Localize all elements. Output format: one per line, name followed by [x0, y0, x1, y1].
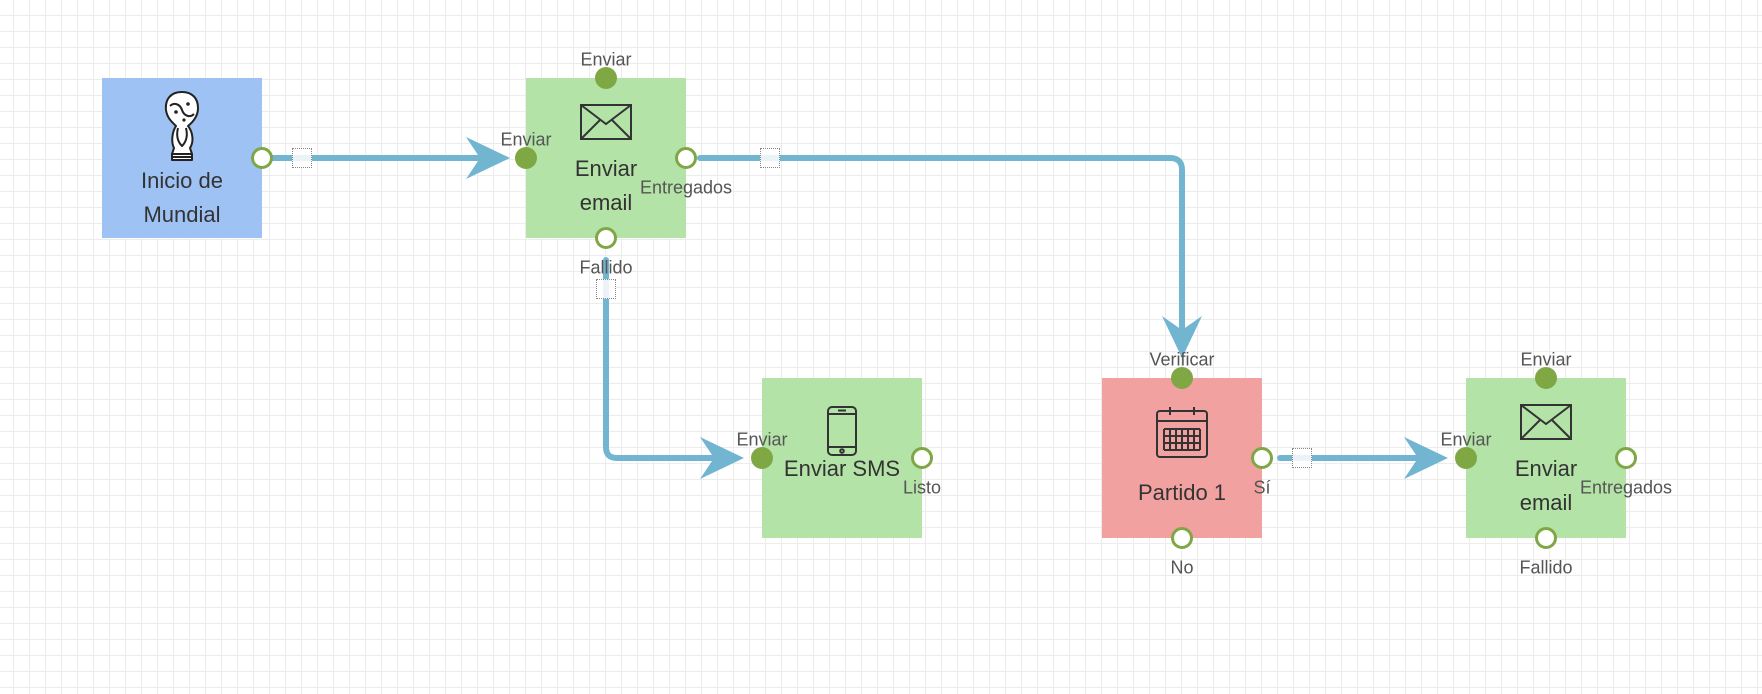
node-inicio-de-mundial[interactable]: Inicio de Mundial	[102, 78, 262, 238]
port-label-fallido: Fallido	[579, 257, 633, 278]
node-label: Inicio de	[141, 168, 223, 193]
node-enviar-email-1[interactable]: Enviar email	[526, 78, 686, 238]
port-start-out[interactable]	[251, 147, 273, 169]
port-label-enviar: Enviar	[1440, 429, 1492, 450]
node-label: Enviar SMS	[783, 456, 901, 481]
port-label-enviar: Enviar	[736, 429, 788, 450]
port-email1-out-entregados[interactable]	[675, 147, 697, 169]
calendar-icon	[1156, 407, 1208, 458]
port-sms-in-left[interactable]	[751, 447, 773, 469]
edge-handle[interactable]	[596, 279, 616, 299]
port-sms-out-listo[interactable]	[911, 447, 933, 469]
edge-email1-to-sms[interactable]	[603, 257, 729, 461]
port-email1-out-fallido[interactable]	[595, 227, 617, 249]
node-partido-1[interactable]: Partido 1	[1102, 378, 1262, 538]
port-label-verificar: Verificar	[1149, 349, 1215, 370]
port-label-entregados: Entregados	[639, 177, 733, 198]
port-match-out-no[interactable]	[1171, 527, 1193, 549]
port-email1-in-top[interactable]	[595, 67, 617, 89]
node-enviar-email-2[interactable]: Enviar email	[1466, 378, 1626, 538]
node-enviar-sms[interactable]: Enviar SMS	[762, 378, 922, 538]
phone-icon	[827, 406, 857, 456]
edge-handle[interactable]	[760, 148, 780, 168]
port-label-no: No	[1170, 557, 1194, 578]
node-label: email	[579, 190, 633, 215]
port-label-enviar: Enviar	[1520, 349, 1572, 370]
port-match-out-si[interactable]	[1251, 447, 1273, 469]
envelope-icon	[1520, 404, 1572, 440]
edge-handle[interactable]	[292, 148, 312, 168]
node-label: Mundial	[143, 202, 221, 227]
port-label-enviar: Enviar	[580, 49, 632, 70]
port-match-in-top[interactable]	[1171, 367, 1193, 389]
port-email2-in-top[interactable]	[1535, 367, 1557, 389]
port-label-fallido: Fallido	[1519, 557, 1573, 578]
envelope-icon	[580, 104, 632, 140]
port-email2-in-left[interactable]	[1455, 447, 1477, 469]
port-email2-out-fallido[interactable]	[1535, 527, 1557, 549]
trophy-icon	[164, 91, 199, 161]
edge-arrowhead	[700, 437, 744, 479]
port-email1-in-left[interactable]	[515, 147, 537, 169]
port-label-enviar: Enviar	[500, 129, 552, 150]
port-label-entregados: Entregados	[1579, 477, 1673, 498]
edge-arrowhead	[466, 137, 510, 179]
port-email2-out-entregados[interactable]	[1615, 447, 1637, 469]
node-label: Enviar	[1514, 456, 1578, 481]
edge-arrowhead	[1162, 316, 1202, 358]
node-label: Enviar	[574, 156, 638, 181]
port-label-si: Sí	[1253, 477, 1271, 498]
edge-arrowhead	[1404, 437, 1448, 479]
node-label: email	[1519, 490, 1573, 515]
node-label: Partido 1	[1137, 480, 1227, 505]
edge-handle[interactable]	[1292, 448, 1312, 468]
port-label-listo: Listo	[902, 477, 942, 498]
edge-email1-to-match[interactable]	[697, 155, 1185, 343]
